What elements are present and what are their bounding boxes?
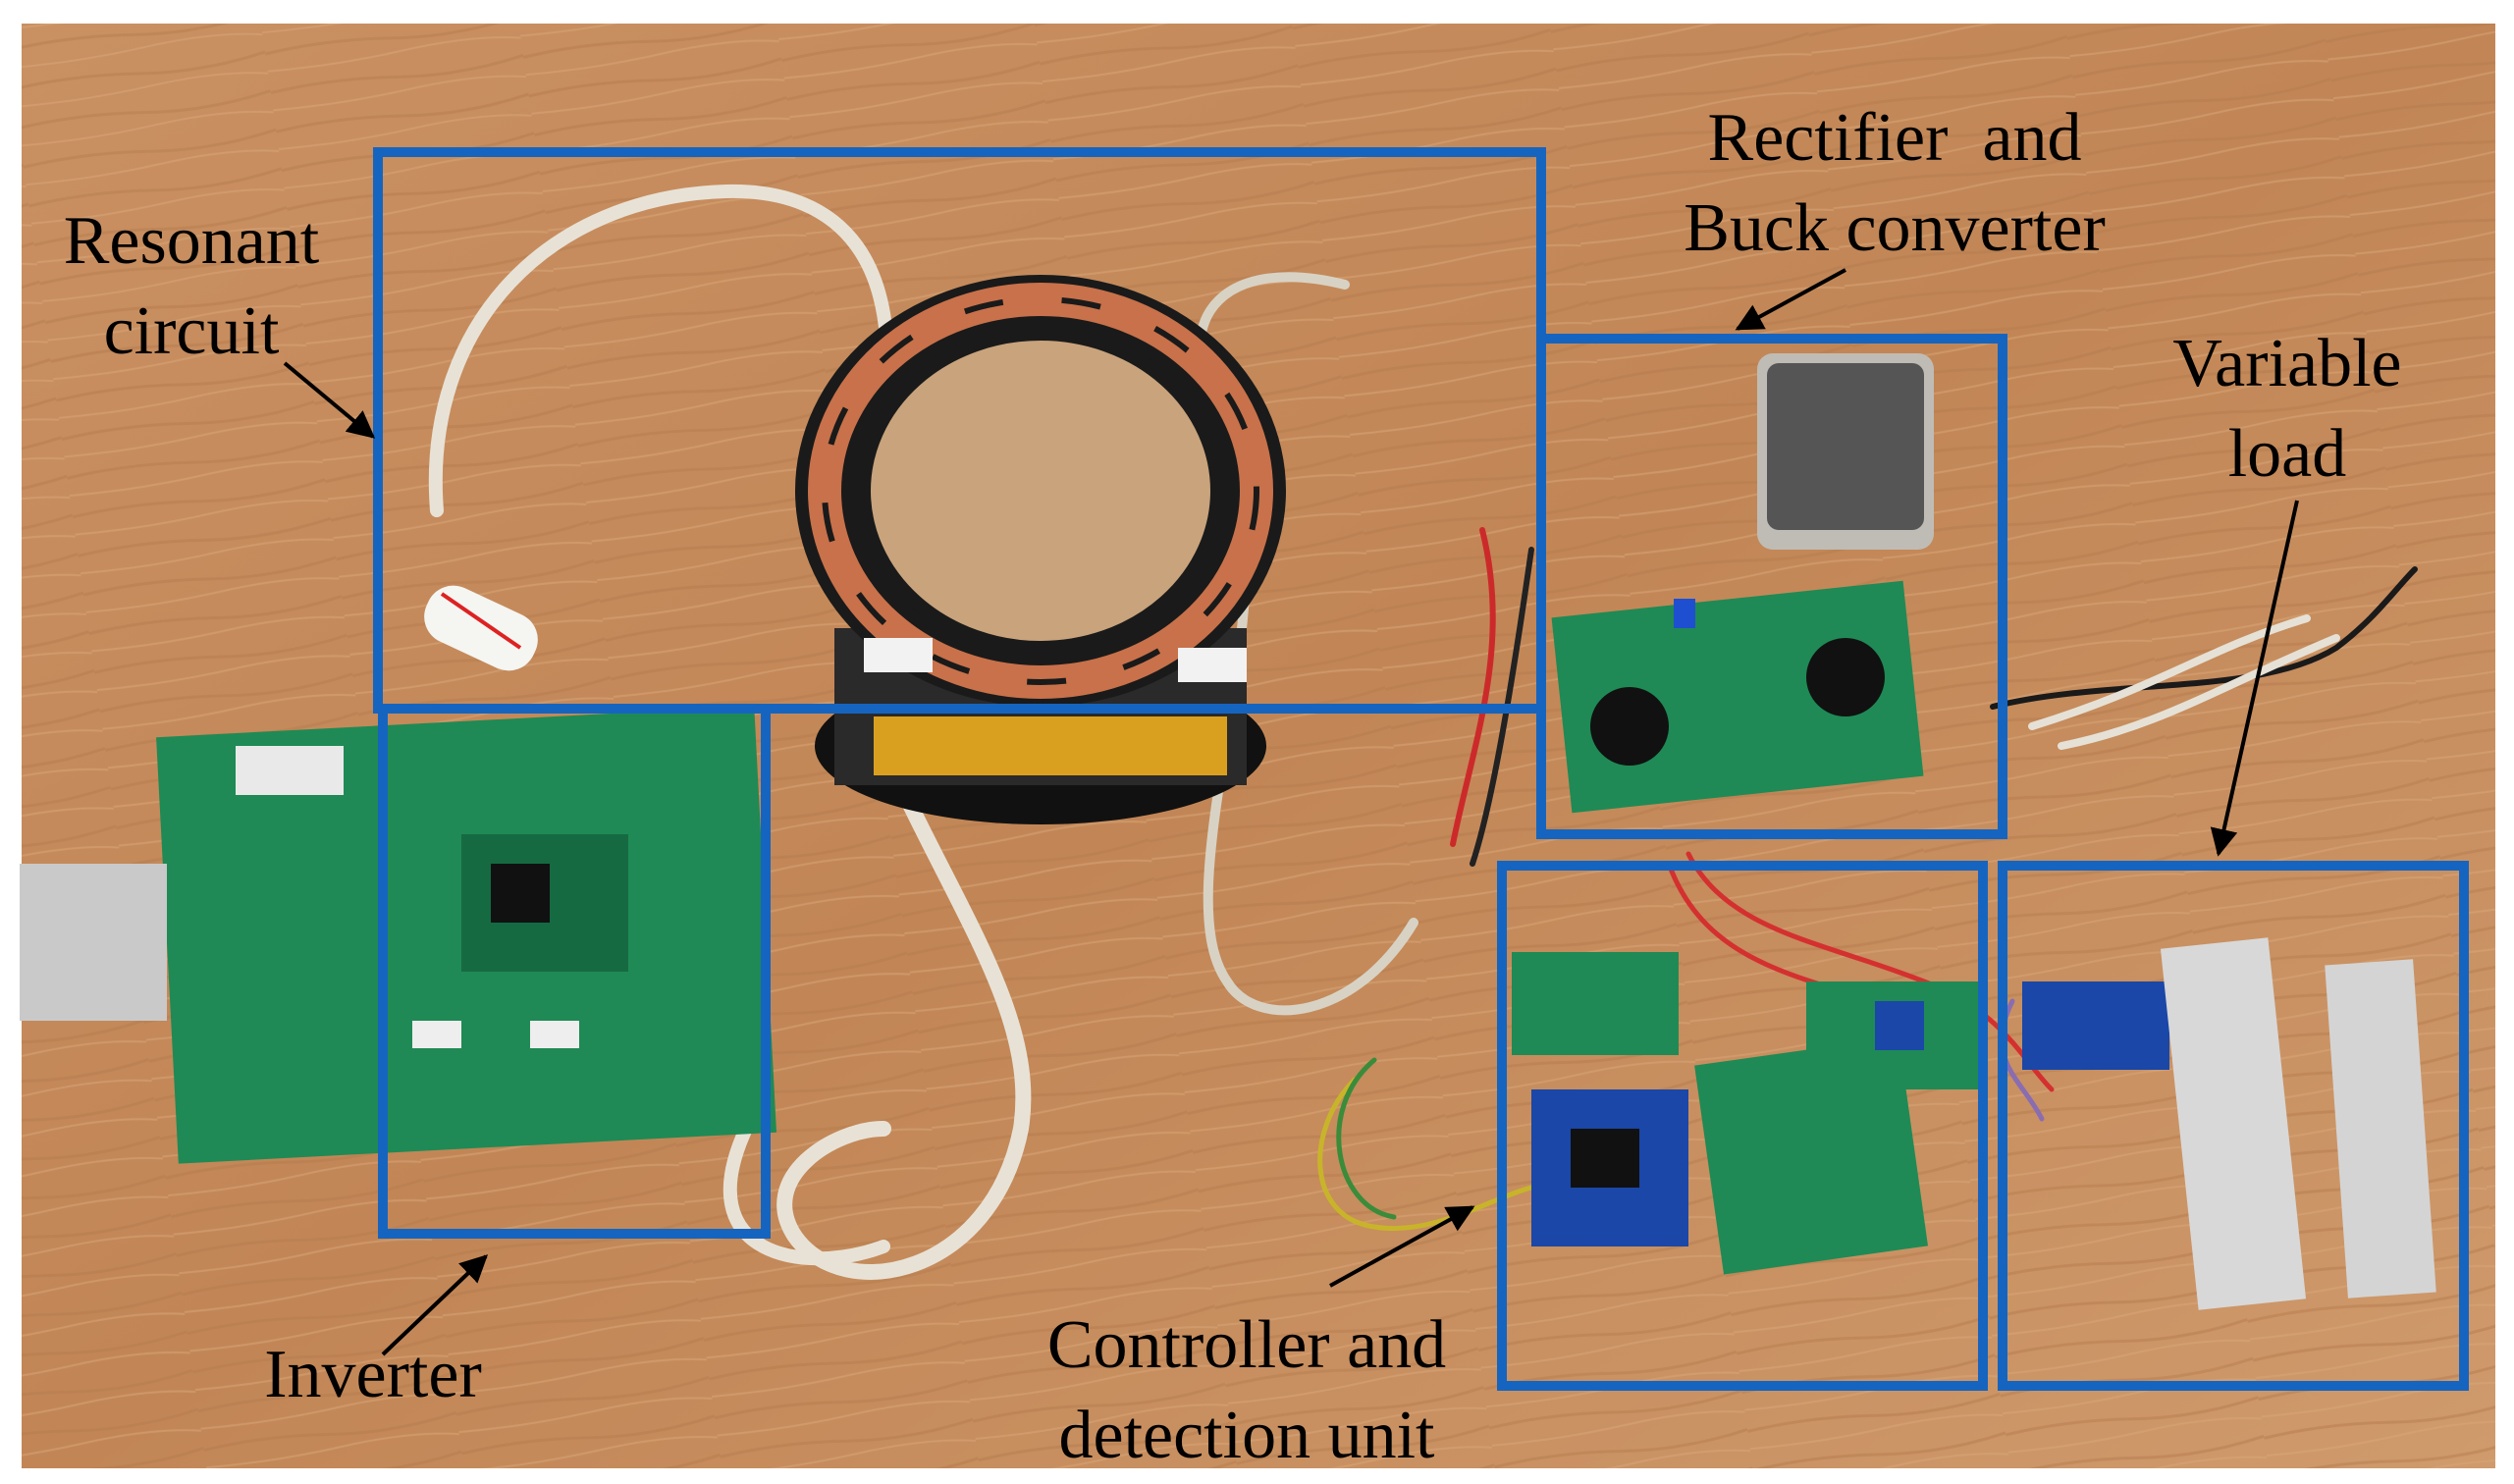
resonant-arrow [283, 361, 376, 439]
label-inverter: Inverter [264, 1337, 482, 1412]
inverter-board [20, 706, 776, 1164]
variable-load-box [1998, 861, 2469, 1391]
controller-arrow [1329, 1205, 1475, 1288]
rectifier-arrow [1735, 268, 1846, 331]
rectifier-board [1551, 353, 1934, 814]
annotation-boxes [373, 147, 2469, 1391]
resonant-capacitor [424, 585, 538, 671]
label-controller-detection: Controller and detection unit [1046, 1307, 1447, 1473]
rectifier-box [1536, 334, 2007, 839]
controller-boards [1512, 952, 1983, 1275]
label-resonant-circuit: Resonant circuit [63, 203, 320, 369]
coil-assembly [795, 275, 1286, 824]
variable-load [2022, 937, 2436, 1310]
controller-box [1497, 861, 1988, 1391]
label-variable-load: Variable load [2172, 326, 2402, 492]
inverter-arrow [381, 1254, 489, 1356]
label-rectifier-buck: Rectifier and Buck converter [1684, 100, 2106, 266]
label-arrows [283, 268, 2299, 1356]
cables [428, 184, 2418, 1280]
inverter-box [378, 704, 771, 1239]
variable-load-arrow [2210, 500, 2299, 857]
